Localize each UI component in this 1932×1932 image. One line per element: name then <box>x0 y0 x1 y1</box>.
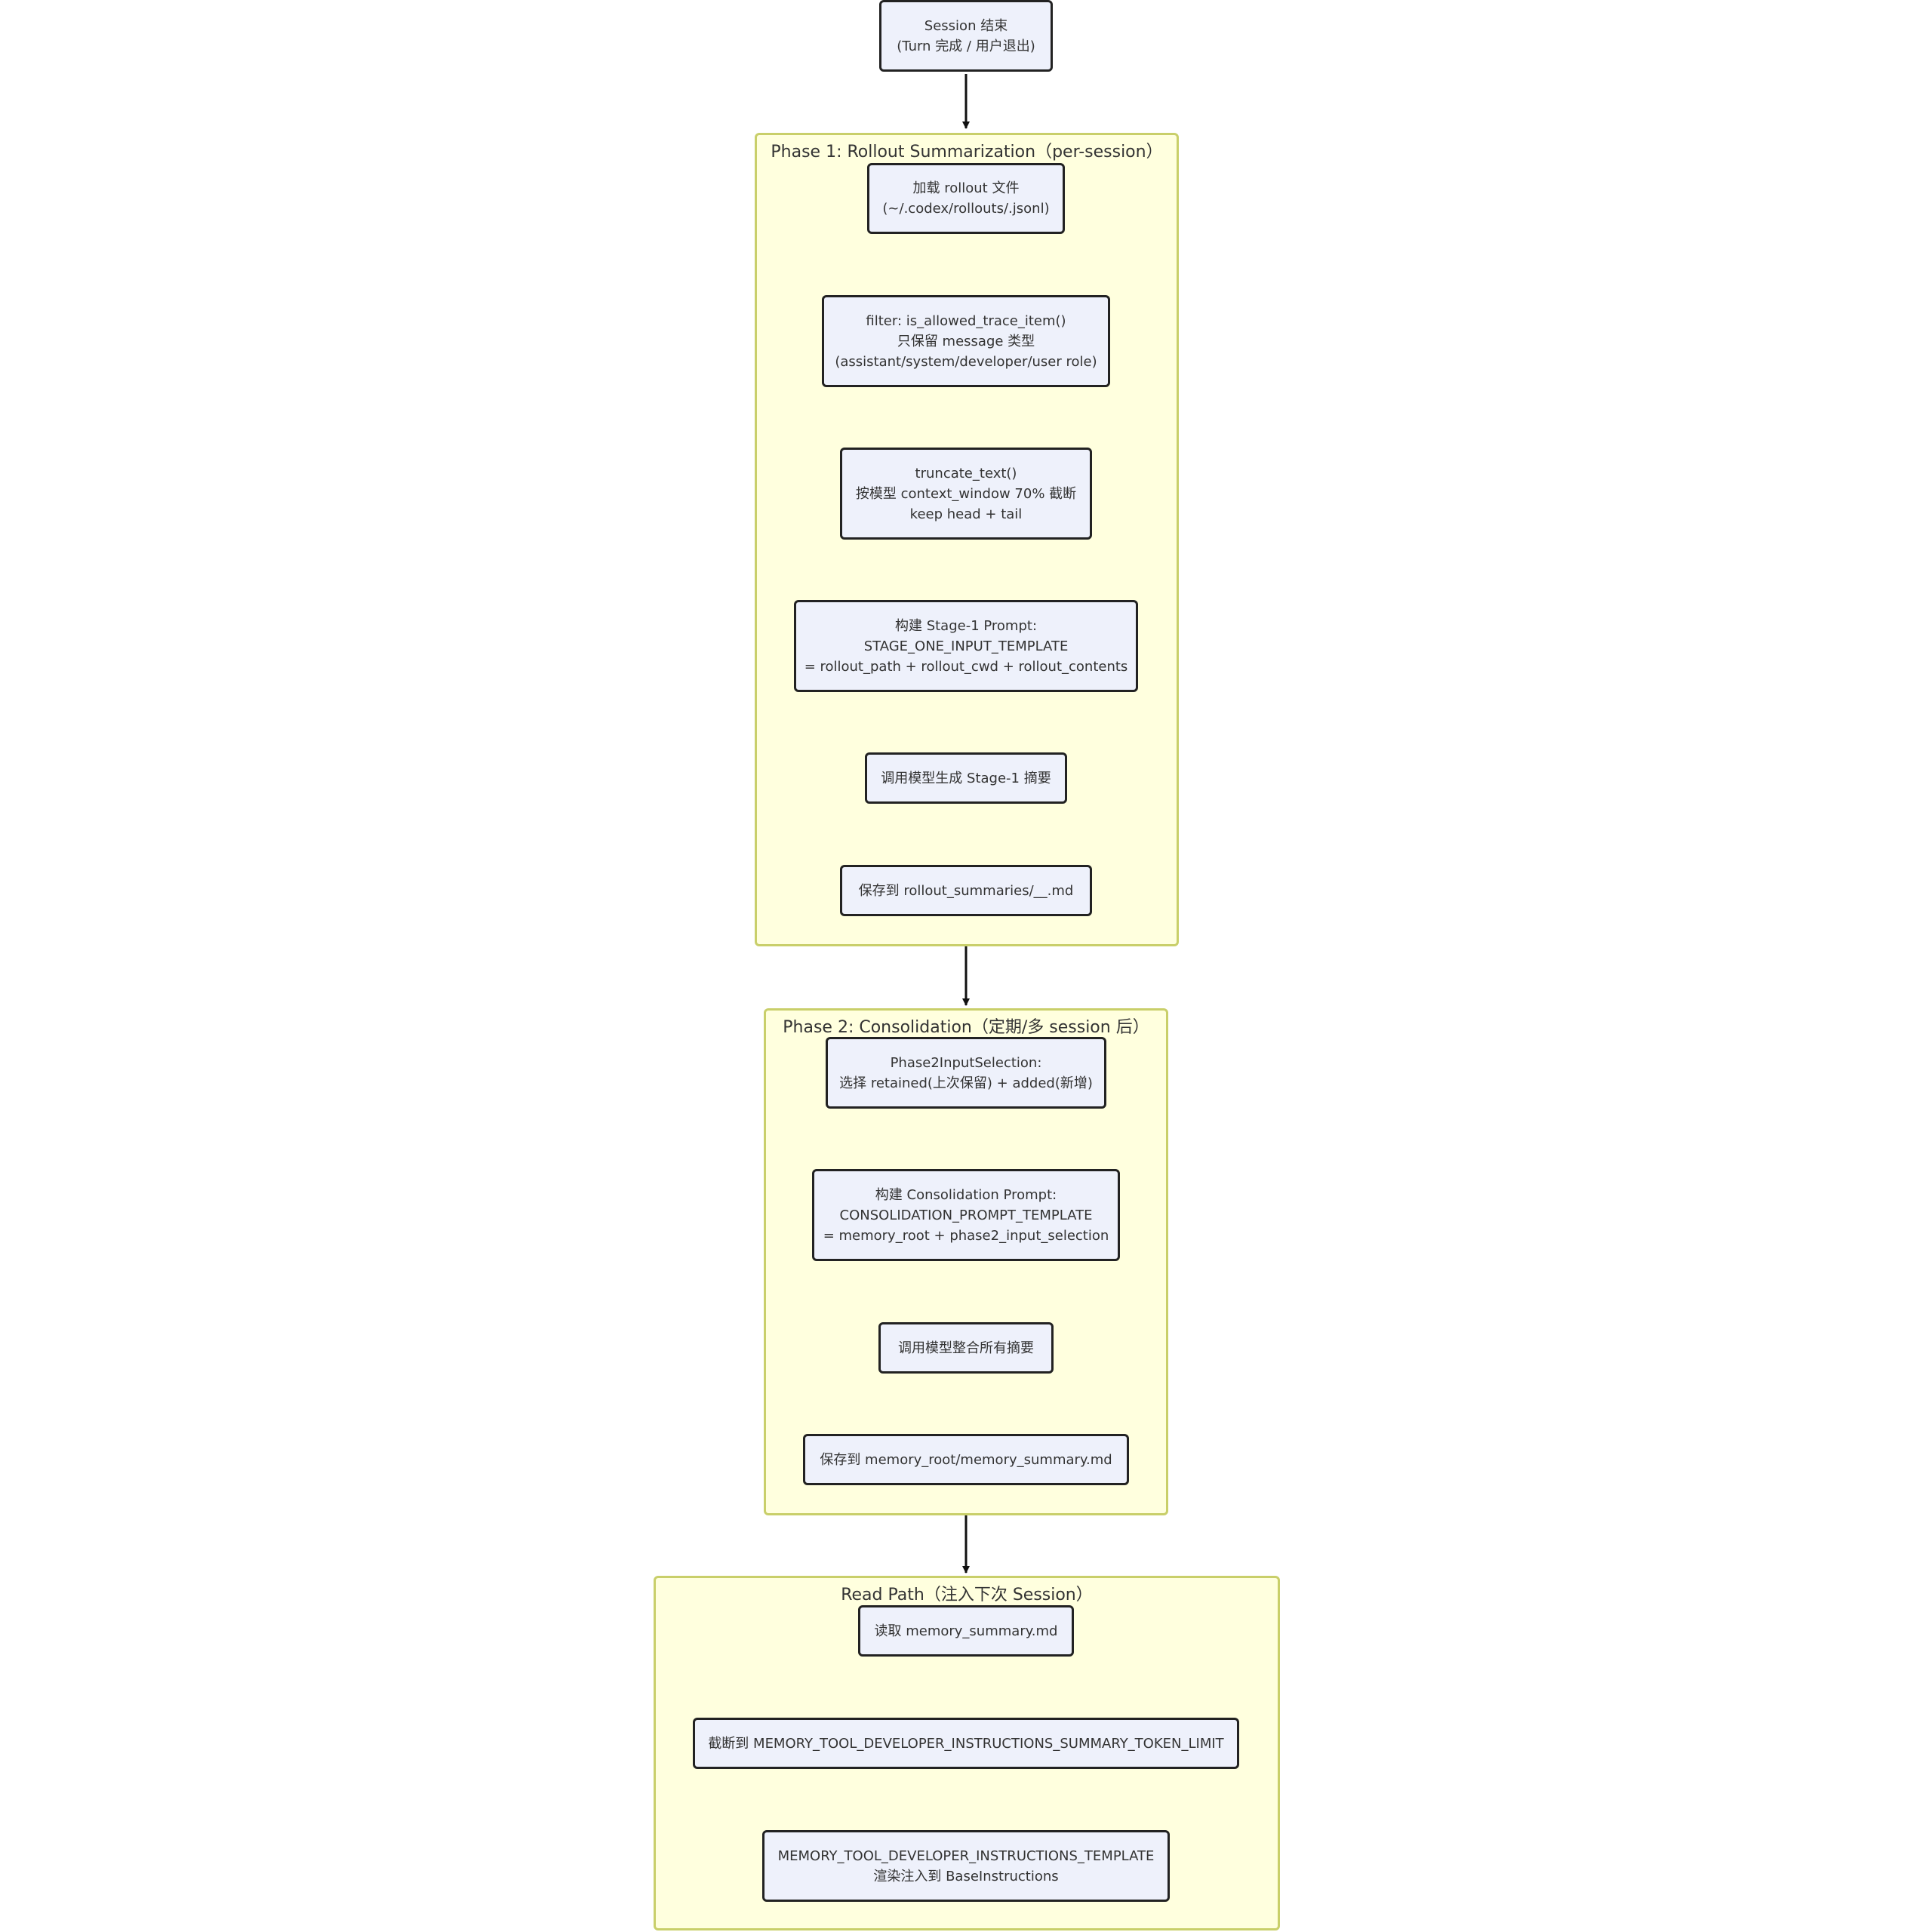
node-line: Phase2InputSelection: <box>890 1054 1042 1071</box>
node-line: 构建 Consolidation Prompt: <box>875 1186 1057 1203</box>
phase1-title: Phase 1: Rollout Summarization（per-sessi… <box>771 143 1163 162</box>
node-line: 按模型 context_window 70% 截断 <box>855 485 1077 502</box>
render-instructions-node[interactable]: MEMORY_TOOL_DEVELOPER_INSTRUCTIONS_TEMPL… <box>762 1830 1170 1902</box>
phase2-input-selection-node[interactable]: Phase2InputSelection: 选择 retained(上次保留) … <box>826 1037 1106 1109</box>
node-line: 保存到 rollout_summaries/__.md <box>858 882 1074 899</box>
read-path-title: Read Path（注入下次 Session） <box>841 1586 1093 1604</box>
save-rollout-summary-node[interactable]: 保存到 rollout_summaries/__.md <box>840 865 1092 916</box>
session-end-node[interactable]: Session 结束 (Turn 完成 / 用户退出) <box>879 0 1053 72</box>
load-rollout-node[interactable]: 加载 rollout 文件 (~/.codex/rollouts/.jsonl) <box>867 163 1065 234</box>
consolidation-prompt-node[interactable]: 构建 Consolidation Prompt: CONSOLIDATION_P… <box>812 1169 1120 1261</box>
node-line: 调用模型整合所有摘要 <box>898 1340 1034 1356</box>
node-line: (assistant/system/developer/user role) <box>835 353 1097 370</box>
node-line: 读取 memory_summary.md <box>874 1623 1058 1639</box>
node-line: 构建 Stage-1 Prompt: <box>894 617 1038 634</box>
node-line: 选择 retained(上次保留) + added(新增) <box>839 1075 1093 1091</box>
filter-node[interactable]: filter: is_allowed_trace_item() 只保留 mess… <box>822 295 1110 387</box>
node-line: = rollout_path + rollout_cwd + rollout_c… <box>804 658 1128 675</box>
stage1-prompt-node[interactable]: 构建 Stage-1 Prompt: STAGE_ONE_INPUT_TEMPL… <box>794 600 1138 692</box>
node-line: MEMORY_TOOL_DEVELOPER_INSTRUCTIONS_TEMPL… <box>777 1847 1155 1864</box>
node-line: 加载 rollout 文件 <box>912 180 1020 196</box>
phase2-title: Phase 2: Consolidation（定期/多 session 后） <box>783 1018 1149 1037</box>
node-line: filter: is_allowed_trace_item() <box>866 312 1066 329</box>
node-line: 保存到 memory_root/memory_summary.md <box>820 1451 1112 1468</box>
node-line: 只保留 message 类型 <box>897 333 1035 349</box>
truncate-node[interactable]: truncate_text() 按模型 context_window 70% 截… <box>840 448 1092 540</box>
node-line: truncate_text() <box>915 465 1017 481</box>
node-line: 渲染注入到 BaseInstructions <box>873 1868 1059 1884</box>
node-line: CONSOLIDATION_PROMPT_TEMPLATE <box>839 1207 1093 1223</box>
read-memory-summary-node[interactable]: 读取 memory_summary.md <box>858 1605 1074 1657</box>
stage1-generate-node[interactable]: 调用模型生成 Stage-1 摘要 <box>865 752 1067 804</box>
node-line: Session 结束 <box>924 17 1008 34</box>
node-line: keep head + tail <box>909 506 1023 522</box>
node-line: STAGE_ONE_INPUT_TEMPLATE <box>863 638 1069 654</box>
truncate-token-limit-node[interactable]: 截断到 MEMORY_TOOL_DEVELOPER_INSTRUCTIONS_S… <box>693 1718 1239 1769</box>
node-line: = memory_root + phase2_input_selection <box>823 1227 1109 1244</box>
node-line: (~/.codex/rollouts/.jsonl) <box>882 201 1050 217</box>
node-line: (Turn 完成 / 用户退出) <box>897 38 1035 54</box>
node-line: 调用模型生成 Stage-1 摘要 <box>881 770 1051 786</box>
consolidate-generate-node[interactable]: 调用模型整合所有摘要 <box>878 1322 1054 1374</box>
phase1-cluster: Phase 1: Rollout Summarization（per-sessi… <box>755 133 1179 946</box>
save-memory-summary-node[interactable]: 保存到 memory_root/memory_summary.md <box>803 1434 1129 1485</box>
node-line: 截断到 MEMORY_TOOL_DEVELOPER_INSTRUCTIONS_S… <box>708 1735 1224 1752</box>
